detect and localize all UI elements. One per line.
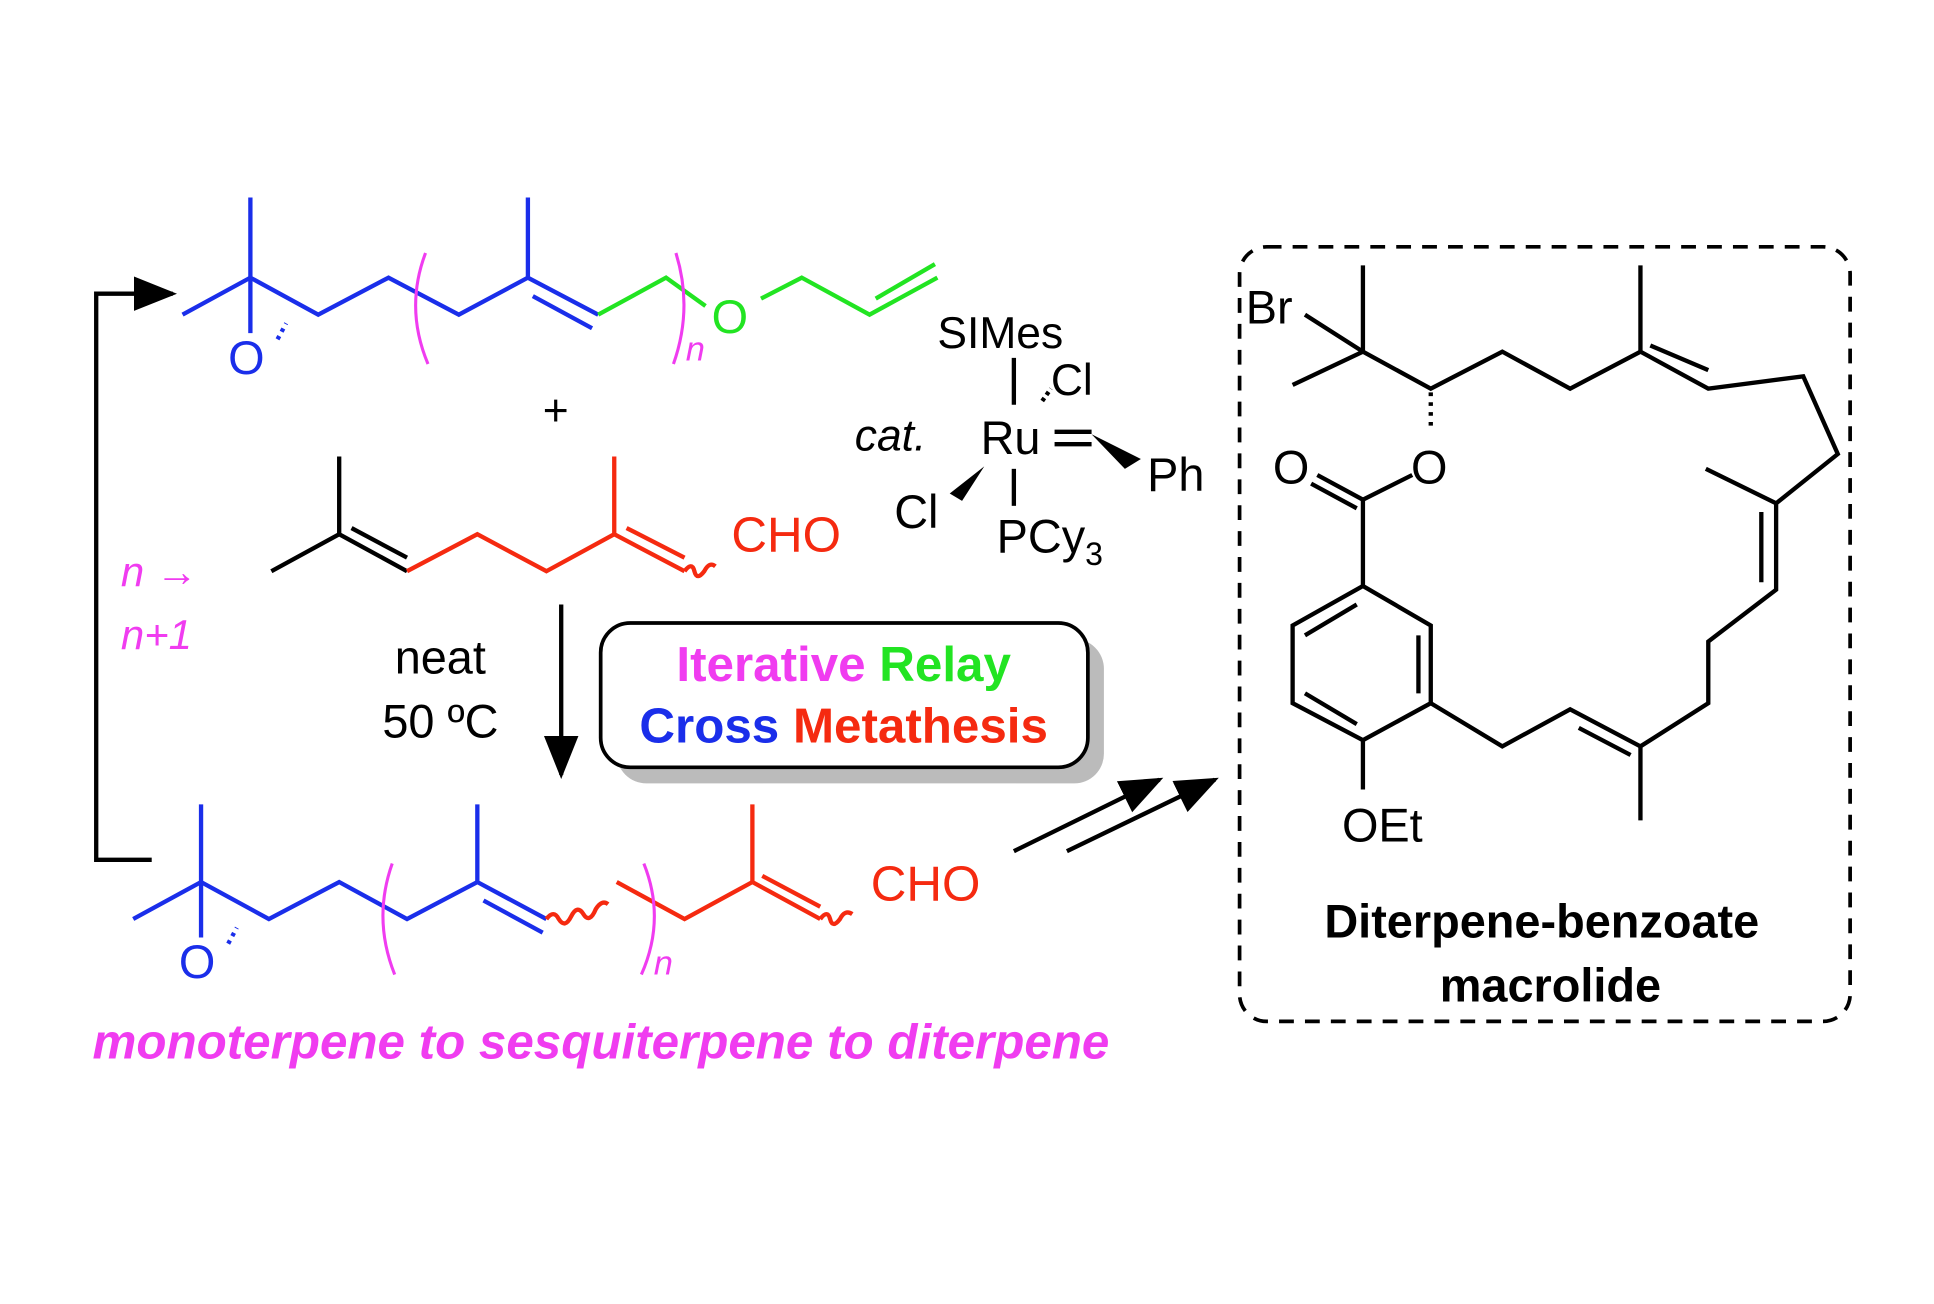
grubbs-catalyst: SIMes Cl cat. Ru Ph Cl PCy3: [855, 309, 1205, 572]
svg-text:Iterative Relay: Iterative Relay: [676, 637, 1011, 692]
aldehyde-label: CHO: [871, 857, 981, 912]
oet-label: OEt: [1342, 799, 1423, 851]
ether-oxygen: O: [712, 291, 748, 343]
loop-label-n-plus-1: n+1: [121, 611, 192, 658]
condition-temperature: 50 ºC: [382, 696, 498, 748]
pcy3-label: PCy3: [997, 511, 1103, 572]
ru-label: Ru: [981, 412, 1041, 464]
method-box: Iterative Relay Cross Metathesis: [598, 621, 1104, 784]
target-name-line2: macrolide: [1440, 960, 1661, 1012]
repeat-n: n: [686, 330, 705, 368]
ester-o-label: O: [1411, 442, 1447, 494]
aldehyde-label: CHO: [731, 507, 841, 562]
condition-neat: neat: [395, 632, 486, 684]
cl-bottom-label: Cl: [894, 486, 938, 538]
ph-label: Ph: [1147, 449, 1204, 501]
caption: monoterpene to sesquiterpene to diterpen…: [93, 1014, 1110, 1069]
target-macrolide: Br O O OEt Diterpene-benzoate macrolide: [1237, 244, 1852, 1024]
loop-label-n: n →: [121, 548, 198, 595]
top-molecule: O O n: [181, 197, 939, 384]
svg-text:Cross Metathesis: Cross Metathesis: [639, 699, 1048, 754]
plus-sign: +: [543, 387, 569, 436]
br-label: Br: [1246, 281, 1293, 333]
multistep-arrow-1: [1012, 777, 1164, 854]
cl-top-label: Cl: [1051, 356, 1093, 405]
multistep-arrow-2: [1065, 777, 1219, 854]
cat-label: cat.: [855, 411, 927, 460]
target-name-line1: Diterpene-benzoate: [1324, 896, 1759, 948]
carbonyl-o-label: O: [1273, 442, 1309, 494]
reagent-molecule: CHO: [270, 456, 841, 579]
iteration-loop-arrow: [94, 276, 177, 862]
bottom-molecule: O CHO n: [132, 804, 981, 988]
simes-label: SIMes: [937, 309, 1063, 358]
epoxide-oxygen: O: [179, 936, 215, 988]
epoxide-oxygen: O: [228, 332, 264, 384]
repeat-n: n: [654, 945, 673, 983]
